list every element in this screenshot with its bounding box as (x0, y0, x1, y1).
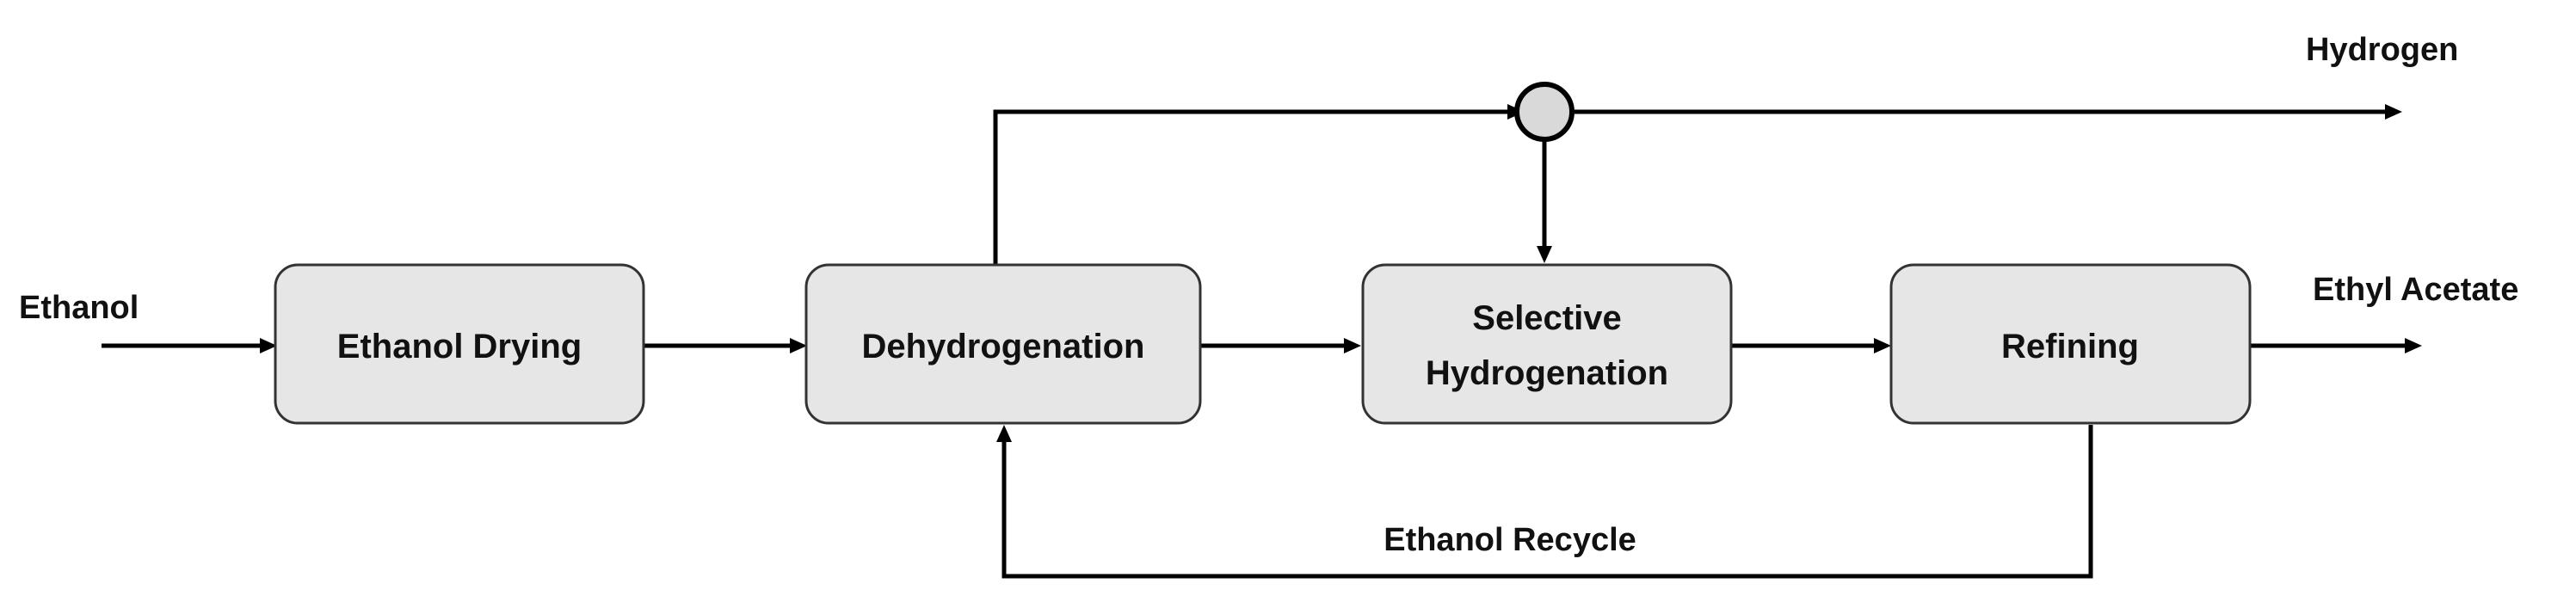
ethanol-drying-box: Ethanol Drying (274, 263, 645, 425)
feed-arrowhead (260, 338, 277, 353)
refining-label: Refining (2001, 328, 2139, 365)
ethanol-drying-label: Ethanol Drying (337, 328, 582, 365)
hydrogenation-to-refining-arrowhead (1874, 338, 1891, 353)
ethanol-recycle-label: Ethanol Recycle (1384, 522, 1636, 558)
hydrogen-to-hydrogenation-arrowhead (1537, 246, 1552, 263)
recycle-arrowhead (996, 425, 1012, 442)
hydrogen-export-arrowhead (2385, 104, 2402, 120)
recycle-line (1001, 425, 2093, 579)
selective-hydrogenation-label-line-1: Selective (1472, 299, 1621, 337)
selective-hydrogenation-label-line-2: Hydrogenation (1426, 354, 1668, 392)
hydrogen-split-junction (1514, 82, 1575, 142)
dehydrogenation-to-hydrogenation-arrowhead (1344, 338, 1361, 353)
ethyl-acetate-label: Ethyl Acetate (2313, 272, 2518, 308)
product-arrowhead (2405, 338, 2422, 353)
selective-hydrogenation-box: Selective Hydrogenation (1361, 263, 1733, 425)
refining-box: Refining (1889, 263, 2252, 425)
dehydrogenation-box: Dehydrogenation (804, 263, 1202, 425)
dehydrogenation-label: Dehydrogenation (862, 328, 1145, 365)
hydrogen-overhead-line (993, 109, 1507, 265)
hydrogen-label: Hydrogen (2306, 32, 2458, 68)
drying-to-dehydrogenation-arrowhead (790, 338, 807, 353)
feed-ethanol-label: Ethanol (19, 290, 139, 326)
